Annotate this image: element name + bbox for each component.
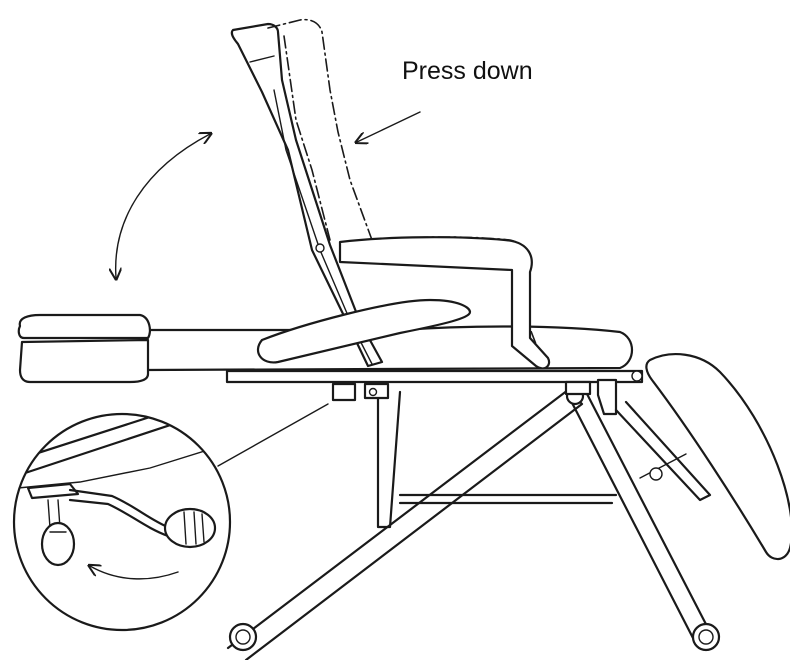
armrest xyxy=(256,236,551,370)
wheel-rear xyxy=(691,622,721,652)
leg-rest xyxy=(614,353,790,561)
press-down-arrow-icon xyxy=(357,111,421,142)
rotate-double-arrow-icon xyxy=(116,134,210,278)
lever-turn-arrow-icon xyxy=(90,566,179,580)
wheel-front xyxy=(228,622,258,652)
chair-frame-legs xyxy=(226,386,721,660)
lever-detail-circle xyxy=(12,412,232,632)
seat-base-bar xyxy=(225,369,644,416)
detail-leader-line xyxy=(217,403,329,467)
press-down-label: Press down xyxy=(402,57,533,85)
